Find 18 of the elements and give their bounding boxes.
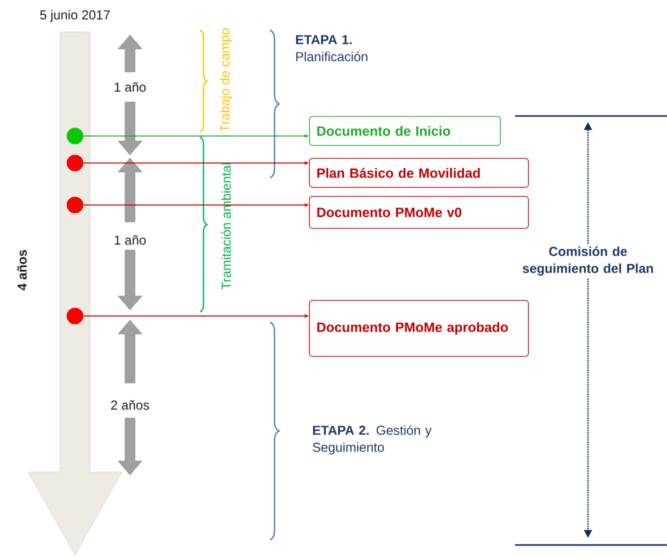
commission-label: Comisión de seguimiento del Plan [511,244,665,278]
document-box: Documento PMoMe aprobado [309,300,529,357]
document-box: Documento PMoMe v0 [309,196,529,229]
stage-label: ETAPA 2. Gestión y Seguimiento [312,425,432,454]
phase-label: Tramitación ambiental [221,163,231,290]
date-label: 5 junio 2017 [40,10,110,22]
milestone-dot [66,196,84,214]
duration-label: 1 año [114,235,146,245]
stage-label: ETAPA 1. Planificación [296,35,368,62]
duration-label: 1 año [114,82,146,92]
duration-label: 2 años [111,400,150,410]
milestone-dot [66,128,84,144]
document-box: Documento de Inicio [309,116,501,146]
duration-label: 4 años [17,250,27,290]
phase-label: Trabajo de campo [220,28,232,132]
milestone-dot [66,154,84,172]
milestone-dot [66,308,84,324]
document-box: Plan Básico de Movilidad [309,158,529,188]
